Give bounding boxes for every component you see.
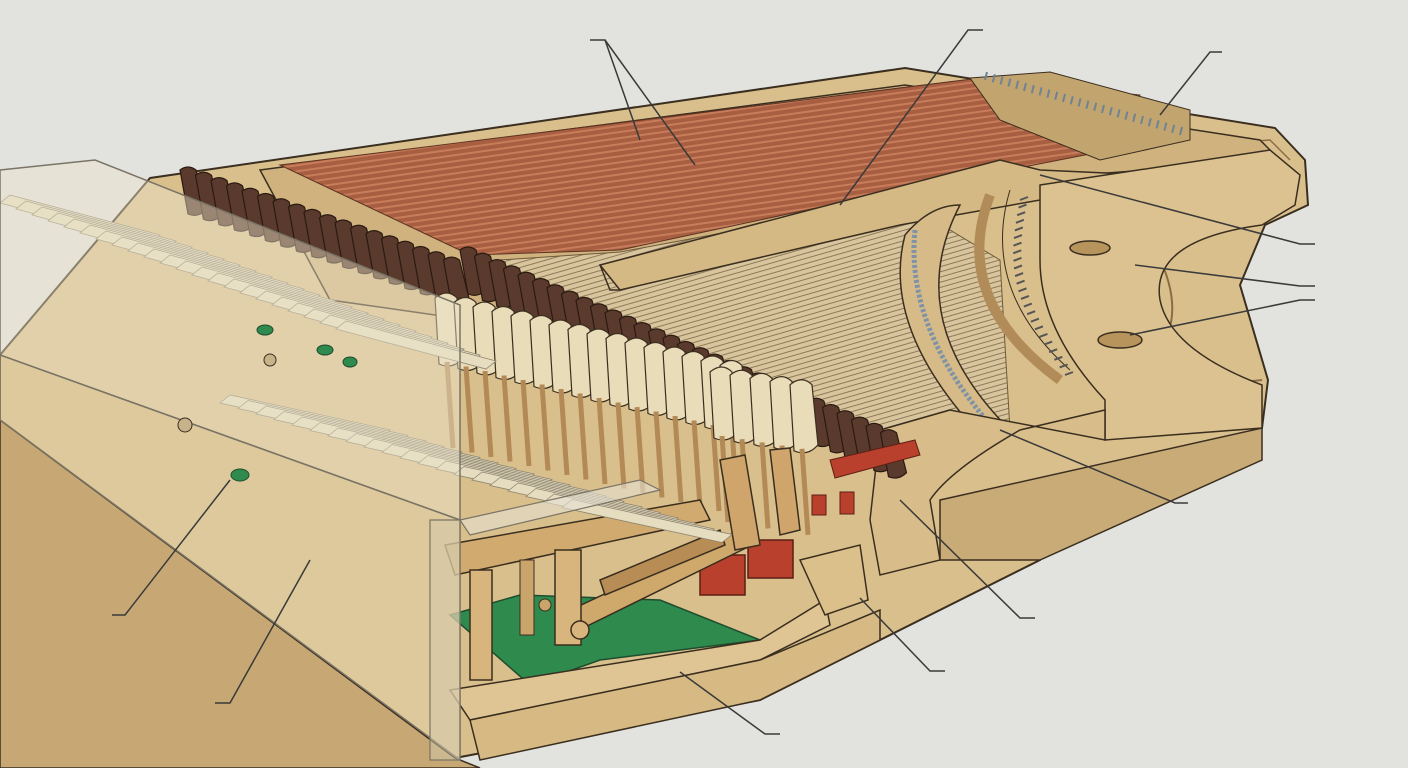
callout-plate-hole xyxy=(1129,299,1315,336)
tuning-pin xyxy=(1163,122,1168,131)
tuning-pin xyxy=(1085,100,1090,109)
hammer-shank xyxy=(482,370,494,458)
tuning-pin xyxy=(1155,120,1160,129)
callout-keys xyxy=(112,479,231,616)
tuning-pin xyxy=(1046,89,1051,98)
bridge-pin xyxy=(1039,333,1048,338)
tuning-pin xyxy=(1038,87,1043,96)
bridge-pin xyxy=(1013,256,1022,262)
bridge-pin xyxy=(1064,371,1074,376)
hammer-shank xyxy=(799,448,811,535)
tuning-pin xyxy=(1093,102,1098,112)
bridge-pin xyxy=(1026,310,1036,316)
cheek-block xyxy=(869,409,1106,576)
tuning-pin xyxy=(1077,98,1082,107)
tuning-pin xyxy=(1015,80,1020,90)
tuning-pin xyxy=(1030,84,1035,94)
callout-treble-bridge xyxy=(999,429,1188,504)
callout-plate-web xyxy=(1134,264,1315,287)
hammer-head xyxy=(789,379,819,454)
hammer-shank xyxy=(444,361,456,449)
hammer-shank xyxy=(615,402,627,489)
hammer-shank xyxy=(672,415,684,503)
hammer-shank xyxy=(596,397,608,485)
bridge-pin xyxy=(1048,348,1058,354)
hammer-shank xyxy=(577,393,589,480)
bridge-pin xyxy=(1023,302,1033,308)
tuning-pin xyxy=(1124,111,1129,120)
tuning-pin xyxy=(1108,106,1113,116)
tuning-pin xyxy=(1023,82,1027,92)
key-top xyxy=(335,320,497,370)
tuning-pin xyxy=(1140,115,1144,125)
hammer-shank xyxy=(558,388,570,476)
tuning-pin xyxy=(1179,126,1183,136)
bridge-pin xyxy=(1014,226,1024,232)
bridge-pin xyxy=(1013,234,1023,239)
hammer-shank xyxy=(691,420,703,507)
bridge-pin xyxy=(1030,317,1040,323)
callout-key-slip xyxy=(215,559,311,704)
tuning-pin xyxy=(999,76,1004,85)
callout-keybed xyxy=(679,671,780,735)
tuning-pin xyxy=(1062,93,1066,103)
bridge-pin xyxy=(1018,203,1027,209)
bridge-pin xyxy=(1019,196,1029,201)
treble-bridge xyxy=(899,189,1074,441)
key-assembly xyxy=(0,159,733,762)
hammer-shank xyxy=(710,424,722,512)
tuning-pin xyxy=(1116,109,1121,118)
bridge-pin xyxy=(1053,355,1063,361)
hammer-shank xyxy=(759,442,771,529)
bridge-pin xyxy=(1014,272,1024,278)
action-mechanism xyxy=(444,439,921,761)
hammer-shank xyxy=(539,384,551,471)
tuning-pin xyxy=(1054,91,1059,101)
bridge-pin xyxy=(1013,264,1023,270)
bridge-pin xyxy=(1020,294,1030,300)
red-block-1 xyxy=(699,554,746,596)
tuning-pin xyxy=(1007,78,1012,87)
leader-lines xyxy=(112,29,1315,735)
bridge-pin xyxy=(1012,249,1022,255)
hammer-shank xyxy=(653,411,665,498)
bridge-pin xyxy=(1013,241,1022,247)
bridge-pin xyxy=(1018,287,1027,293)
plate-hole-upper xyxy=(1069,240,1111,256)
tuning-pin xyxy=(1171,124,1176,134)
tuning-pin xyxy=(991,73,996,83)
bridge-pin xyxy=(1059,363,1068,369)
callout-bass-strings-2 xyxy=(604,39,696,166)
bridge-pin xyxy=(1016,279,1025,285)
tuning-pin xyxy=(1069,95,1074,105)
tuning-pin xyxy=(1132,113,1137,123)
callout-bridge xyxy=(839,29,983,206)
callout-tuning-pins-top xyxy=(1159,51,1222,116)
tuning-pin xyxy=(984,71,988,81)
plate-web xyxy=(1039,149,1301,441)
hammer-shank xyxy=(501,375,513,462)
bridge-pin xyxy=(1016,211,1026,217)
hammer-shank xyxy=(463,366,475,453)
key-cover-top xyxy=(0,159,461,522)
hammer-shank xyxy=(634,406,646,494)
bridge-pin xyxy=(1015,218,1025,224)
keybed xyxy=(469,608,881,761)
plate-hole-lower xyxy=(1097,331,1143,349)
bridge-pin xyxy=(1034,325,1044,331)
tuning-pin xyxy=(1147,117,1152,127)
tuning-pins-top xyxy=(969,71,1191,161)
callout-action-frame xyxy=(899,499,1035,619)
callout-pinblock xyxy=(1039,174,1315,245)
bridge-pin xyxy=(1043,340,1053,346)
hammer-shank xyxy=(520,379,532,467)
tuning-pin xyxy=(1101,104,1105,114)
callout-key-frame xyxy=(859,597,945,672)
